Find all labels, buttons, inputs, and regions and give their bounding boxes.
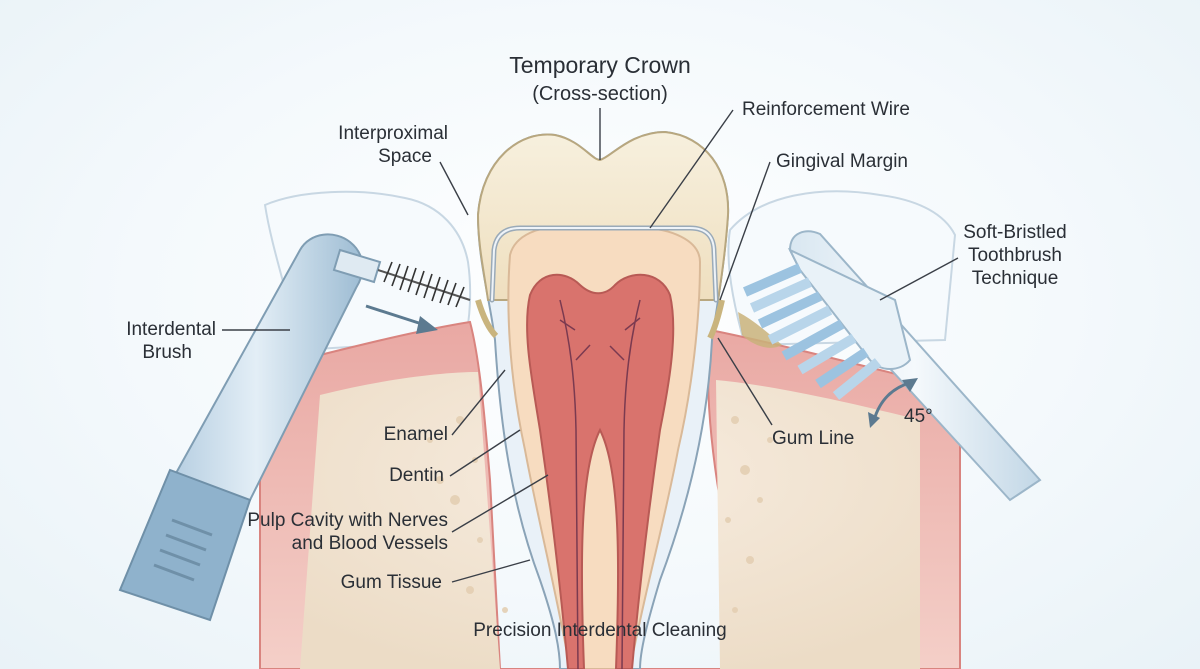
label-gum-line: Gum Line — [772, 428, 855, 449]
label-gingival-margin: Gingival Margin — [776, 151, 908, 172]
grip-ridges — [153, 518, 213, 582]
interdental-brush — [118, 233, 471, 622]
label-soft-bristled-line2: Toothbrush — [967, 245, 1062, 266]
label-angle-45: 45° — [904, 406, 933, 427]
diagram-subtitle: (Cross-section) — [532, 83, 668, 105]
label-interproximal-line1: Interproximal — [338, 123, 448, 144]
diagram-title: Temporary Crown — [509, 52, 691, 78]
label-enamel: Enamel — [383, 424, 448, 445]
label-interdental-line1: Interdental — [126, 319, 216, 340]
label-reinforcement-wire: Reinforcement Wire — [742, 99, 910, 120]
label-interdental-line2: Brush — [142, 342, 192, 363]
label-interproximal-line2: Space — [378, 146, 432, 167]
label-soft-bristled-line3: Technique — [971, 268, 1059, 289]
leader-lines — [222, 108, 959, 583]
nerves-and-vessels — [559, 299, 641, 669]
label-pulp-line1: Pulp Cavity with Nerves — [247, 510, 448, 531]
label-dentin: Dentin — [389, 465, 444, 486]
soft-bristled-toothbrush — [743, 230, 1042, 502]
gum-tissue — [259, 320, 961, 669]
diagram-caption: Precision Interdental Cleaning — [473, 620, 727, 641]
brush-bristles — [383, 261, 465, 308]
toothbrush-bristles — [743, 263, 882, 400]
label-soft-bristled-line1: Soft-Bristled — [963, 222, 1067, 243]
temporary-crown-tooth — [475, 130, 730, 669]
label-pulp-line2: and Blood Vessels — [291, 533, 448, 554]
label-gum-tissue: Gum Tissue — [340, 572, 442, 593]
